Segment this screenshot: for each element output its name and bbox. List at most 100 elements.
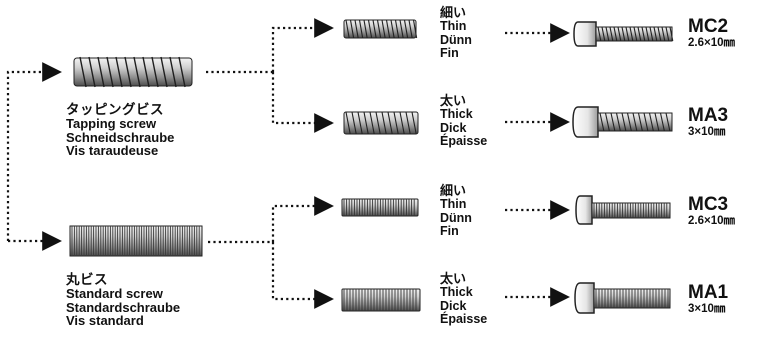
screw-mc3-illustration [575,195,671,225]
screw-thread [669,26,674,42]
screw-thread [412,19,418,39]
screw-code: MA1 [688,282,729,303]
standard-screw-name-en: Standard screw [66,286,163,302]
screw-thread [358,19,364,39]
code-block-ma3: MA3 3×10㎜ [688,106,728,139]
screw-thread [97,56,105,88]
screw-thread [621,112,627,132]
screw-thread [632,112,638,132]
screw-thread [399,19,404,39]
variant-label-mc3: 細い Thin Dünn Fin [440,183,472,239]
screw-thread [661,26,666,42]
screw-ma1-illustration [574,282,671,314]
screw-thread [351,111,357,135]
screw-thread [363,111,369,135]
screw-thread [637,112,643,132]
connector-root-tapping [6,62,62,241]
screw-thread [665,26,670,42]
tapping-screw-illustration [73,56,193,88]
screw-thread [626,112,632,132]
screw-thread [372,19,377,39]
screw-size: 2.6×10㎜ [688,215,735,227]
thickness-jp: 太い [440,93,467,108]
connector-tapping-thin [271,18,334,72]
screw-thread [345,19,350,39]
screw-thread [169,56,177,88]
thickness-en: Thin [440,19,467,34]
screw-thread [385,19,391,39]
screw-thread [349,19,355,39]
thickness-en: Thin [440,197,467,212]
screw-thread [405,111,411,135]
screw-thread [345,111,351,135]
screw-size: 2.6×10㎜ [688,37,735,49]
thickness-jp: 細い [440,183,467,198]
screw-thread [645,26,650,42]
thickness-jp: 太い [440,271,467,286]
screw-thread [375,111,381,135]
screw-thread [643,112,649,132]
tapping-screw-name-de: Schneidschraube [66,129,175,145]
variant-label-mc2: 細い Thin Dünn Fin [440,5,472,61]
screw-thread [408,19,413,39]
thickness-de: Dick [440,298,467,313]
screw-thread [124,56,132,88]
screw-thread [363,19,368,39]
connector-standard-thin [271,196,334,242]
screw-size: 3×10㎜ [688,126,726,138]
thickness-en: Thick [440,285,473,300]
thickness-en: Thick [440,107,473,122]
screw-thread [393,111,399,135]
screw-thread [115,56,123,88]
screw-thread [609,26,614,42]
screw-thread [354,19,359,39]
screw-size: 3×10㎜ [688,303,726,315]
screw-thread [597,26,602,42]
screw-thread [633,26,638,42]
screw-thread [648,112,654,132]
screw-thread [399,111,405,135]
screw-thread [357,111,363,135]
standard-screw-name-de: Standardschraube [66,299,181,315]
screw-thread [617,26,622,42]
screw-thread [381,19,386,39]
screw-thread [88,56,96,88]
screw-code: MC3 [688,194,729,215]
variant-screw-tapping-thin [343,19,418,39]
screw-thread [79,56,87,88]
thickness-fr: Épaisse [440,312,488,327]
variant-screw-standard-thick [341,288,421,312]
thickness-de: Dünn [440,32,472,47]
screw-thread [133,56,141,88]
thickness-fr: Fin [440,224,459,239]
screw-thread [599,112,605,132]
screw-thread [637,26,642,42]
screw-thread [665,112,671,132]
thickness-fr: Fin [440,46,459,61]
tapping-screw-name-fr: Vis taraudeuse [66,143,159,159]
connector-standard-thick [271,242,334,309]
code-block-ma1: MA1 3×10㎜ [688,283,728,316]
thickness-fr: Épaisse [440,134,488,149]
screw-thread [411,111,417,135]
thickness-jp: 細い [440,5,467,20]
screw-thread [654,112,660,132]
standard-screw-name-jp: 丸ビス [66,272,108,287]
variant-label-ma3: 太い Thick Dick Épaisse [440,93,488,149]
screw-thread [376,19,382,39]
tapping-screw-label: タッピングビス Tapping screw Schneidschraube Vi… [66,102,175,159]
screw-thread [106,56,114,88]
screw-thread [613,26,618,42]
screw-thread [394,19,400,39]
connectors [6,18,570,309]
screw-thread [615,112,621,132]
tapping-screw-name-en: Tapping screw [66,116,157,132]
screw-thread [369,111,375,135]
screw-thread [610,112,616,132]
screw-thread [601,26,606,42]
standard-screw-illustration [69,225,203,257]
screw-thread [390,19,395,39]
screw-code: MC2 [688,16,729,37]
standard-screw-label: 丸ビス Standard screw Standardschraube Vis … [66,272,181,328]
